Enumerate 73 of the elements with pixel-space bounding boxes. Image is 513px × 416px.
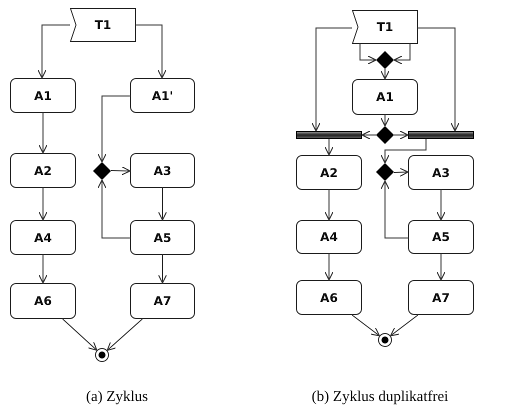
arrow [361, 130, 376, 140]
arrow [158, 188, 168, 221]
activity-box [130, 220, 195, 255]
arrow [311, 28, 352, 132]
arrow [38, 188, 48, 221]
arrow [324, 190, 334, 221]
signal-shape [352, 10, 418, 44]
activity-label: A1' [152, 88, 174, 102]
decision-diamond [376, 51, 394, 69]
activity-label: A6 [34, 294, 52, 308]
activity-label: A1 [376, 90, 394, 104]
arrow [38, 112, 48, 154]
arrow [136, 24, 167, 79]
activity-box [296, 220, 362, 254]
final-node [378, 333, 392, 347]
activity-box [408, 280, 474, 315]
arrow [106, 318, 143, 351]
activity-box [10, 220, 76, 255]
activity-box [130, 283, 195, 319]
activity-box [10, 283, 76, 319]
subfigure-caption: (a) Zyklus [86, 389, 148, 406]
activity-label: T1 [94, 18, 112, 32]
activity-label: A3 [154, 164, 172, 178]
arrow [324, 138, 334, 156]
arrow [380, 114, 390, 127]
arrow [62, 318, 98, 351]
activity-label: A7 [154, 294, 172, 308]
activity-box [352, 79, 418, 115]
activity-label: A5 [154, 230, 172, 244]
arrow [390, 314, 418, 336]
fork-bar [296, 131, 362, 139]
activity-box [130, 78, 195, 113]
activity-label: A2 [320, 166, 338, 180]
activity-label: A6 [320, 290, 338, 304]
decision-diamond [376, 126, 394, 144]
arrow [360, 44, 377, 65]
activity-label: T1 [376, 20, 394, 34]
activity-box [408, 155, 474, 190]
arrow [394, 130, 409, 140]
arrow [158, 254, 168, 284]
arrow [324, 254, 334, 281]
arrow [97, 179, 130, 238]
activity-label: A4 [34, 230, 52, 244]
activity-box [10, 153, 76, 188]
activity-box [130, 153, 195, 188]
activity-label: A5 [432, 230, 450, 244]
final-node [95, 348, 109, 362]
decision-diamond [93, 162, 111, 180]
arrow [380, 68, 390, 80]
arrow [436, 190, 446, 221]
arrow [394, 168, 409, 177]
arrow [436, 254, 446, 281]
arrow [380, 138, 426, 164]
activity-box [296, 155, 362, 190]
arrow [97, 96, 130, 163]
decision-diamond [376, 163, 394, 181]
arrow [110, 166, 131, 176]
activity-label: A7 [432, 290, 450, 304]
activity-label: A3 [432, 166, 450, 180]
arrow [393, 44, 410, 65]
activity-label: A2 [34, 164, 52, 178]
activity-box [408, 220, 474, 254]
arrow [418, 28, 460, 132]
signal-shape [70, 8, 136, 42]
activity-box [296, 280, 362, 315]
fork-bar [408, 131, 474, 139]
activity-label: A4 [320, 230, 338, 244]
arrow [352, 314, 380, 336]
activity-box [10, 78, 76, 113]
subfigure-caption: (b) Zyklus duplikatfrei [312, 389, 448, 406]
activity-label: A1 [34, 88, 52, 102]
arrow [38, 254, 48, 284]
arrow [380, 180, 408, 238]
